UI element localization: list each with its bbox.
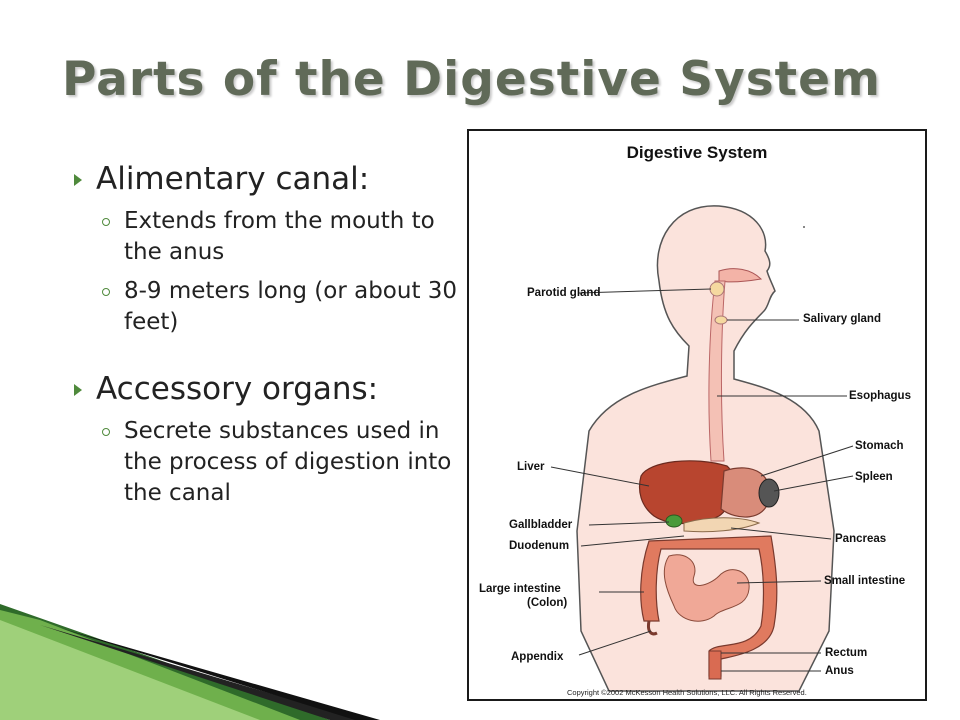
salivary-gland-organ <box>714 315 728 325</box>
rectum-organ <box>708 650 722 680</box>
parotid-gland-organ <box>709 281 725 297</box>
bullet-arrow-icon <box>74 174 82 186</box>
ring-bullet-icon <box>102 428 110 436</box>
sub-bullet: 8-9 meters long (or about 30 feet) <box>66 276 466 338</box>
gallbladder-organ <box>665 514 683 528</box>
label-salivary-gland: Salivary gland <box>803 313 881 325</box>
label-spleen: Spleen <box>855 471 893 483</box>
sub-bullet: Extends from the mouth to the anus <box>66 206 466 268</box>
ring-bullet-icon <box>102 288 110 296</box>
spleen-organ <box>758 478 780 508</box>
label-anus: Anus <box>825 665 854 677</box>
label-parotid-gland: Parotid gland <box>527 287 601 299</box>
copyright-notice: Copyright ©2002 McKesson Health Solution… <box>567 688 807 697</box>
bullet-arrow-icon <box>74 384 82 396</box>
label-pancreas: Pancreas <box>835 533 887 545</box>
diagram-title: Digestive System <box>626 143 768 162</box>
bullet-alimentary-canal: Alimentary canal: <box>66 160 466 198</box>
label-esophagus: Esophagus <box>849 390 911 402</box>
label-liver: Liver <box>517 461 545 473</box>
slide-title: Parts of the Digestive System <box>62 52 882 107</box>
label-small-intestine: Small intestine <box>824 575 906 587</box>
label-duodenum: Duodenum <box>509 540 570 552</box>
digestive-system-diagram: Digestive System <box>467 129 927 701</box>
label-colon: (Colon) <box>527 597 568 609</box>
label-gallbladder: Gallbladder <box>509 519 573 531</box>
label-stomach: Stomach <box>855 440 904 452</box>
bullet-accessory-organs: Accessory organs: <box>66 370 466 408</box>
appendix-organ <box>647 620 658 636</box>
bullet-list: Alimentary canal: Extends from the mouth… <box>66 160 466 509</box>
label-large-intestine: Large intestine <box>479 583 561 595</box>
body-illustration <box>550 205 854 692</box>
label-appendix: Appendix <box>511 651 564 663</box>
sub-bullet: Secrete substances used in the process o… <box>66 416 466 509</box>
small-intestine-organ <box>663 554 750 622</box>
ring-bullet-icon <box>102 218 110 226</box>
liver-organ <box>638 460 735 525</box>
pancreas-organ <box>683 517 761 533</box>
label-rectum: Rectum <box>825 647 868 659</box>
